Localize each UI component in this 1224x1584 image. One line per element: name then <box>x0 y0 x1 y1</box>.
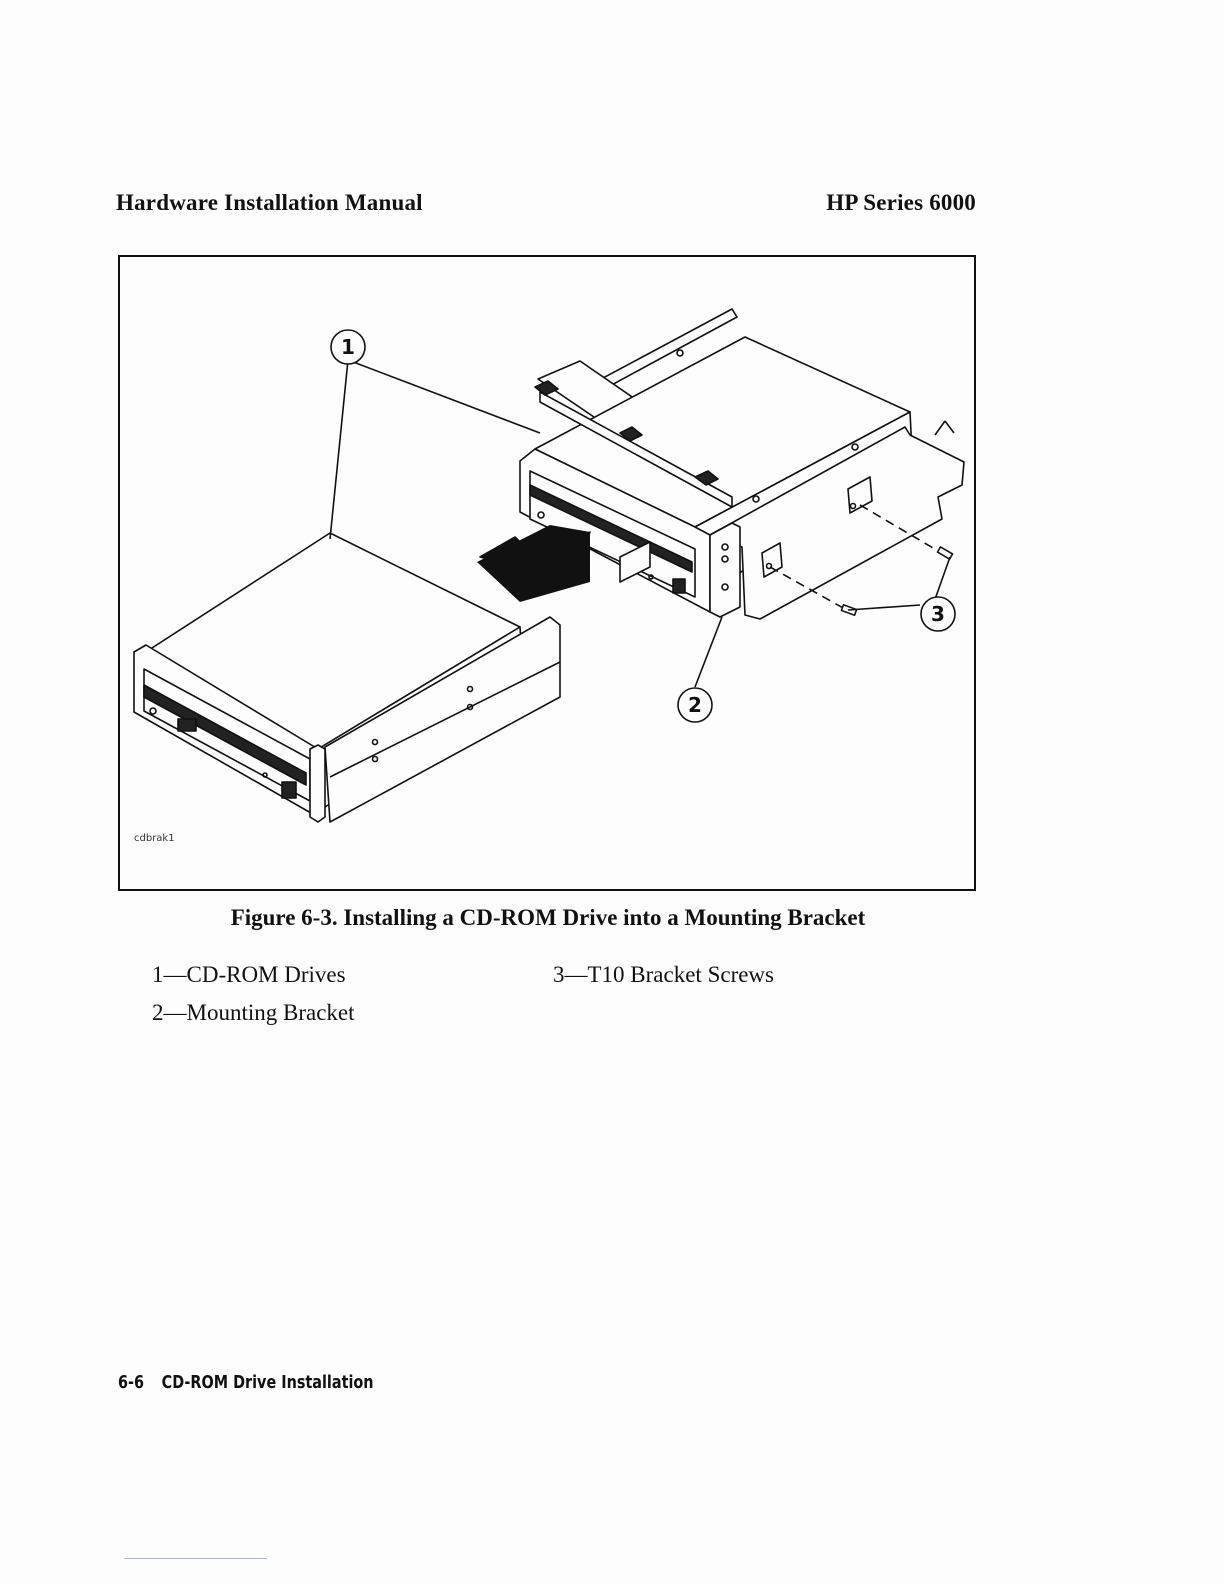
legend-item-bracket-screws: 3—T10 Bracket Screws <box>553 962 774 988</box>
page-footer: 6-6 CD-ROM Drive Installation <box>118 1372 374 1393</box>
figure-illustration: 1 2 3 <box>120 257 974 889</box>
product-series: HP Series 6000 <box>826 190 976 216</box>
figure-code: cdbrak1 <box>134 833 175 844</box>
callout-3: 3 <box>931 602 945 626</box>
bottom-divider <box>124 1558 267 1559</box>
figure-frame: 1 2 3 cdbrak1 <box>118 255 976 891</box>
figure-caption: Figure 6-3. Installing a CD-ROM Drive in… <box>118 905 978 931</box>
legend-item-cdrom-drives: 1—CD-ROM Drives <box>152 962 346 988</box>
manual-title: Hardware Installation Manual <box>116 190 423 216</box>
callout-1: 1 <box>341 335 355 359</box>
running-header: Hardware Installation Manual HP Series 6… <box>116 190 976 222</box>
page-number: 6-6 <box>118 1372 144 1393</box>
callout-2: 2 <box>688 693 702 717</box>
legend-item-mounting-bracket: 2—Mounting Bracket <box>152 1000 355 1026</box>
footer-section-title: CD-ROM Drive Installation <box>162 1372 374 1393</box>
